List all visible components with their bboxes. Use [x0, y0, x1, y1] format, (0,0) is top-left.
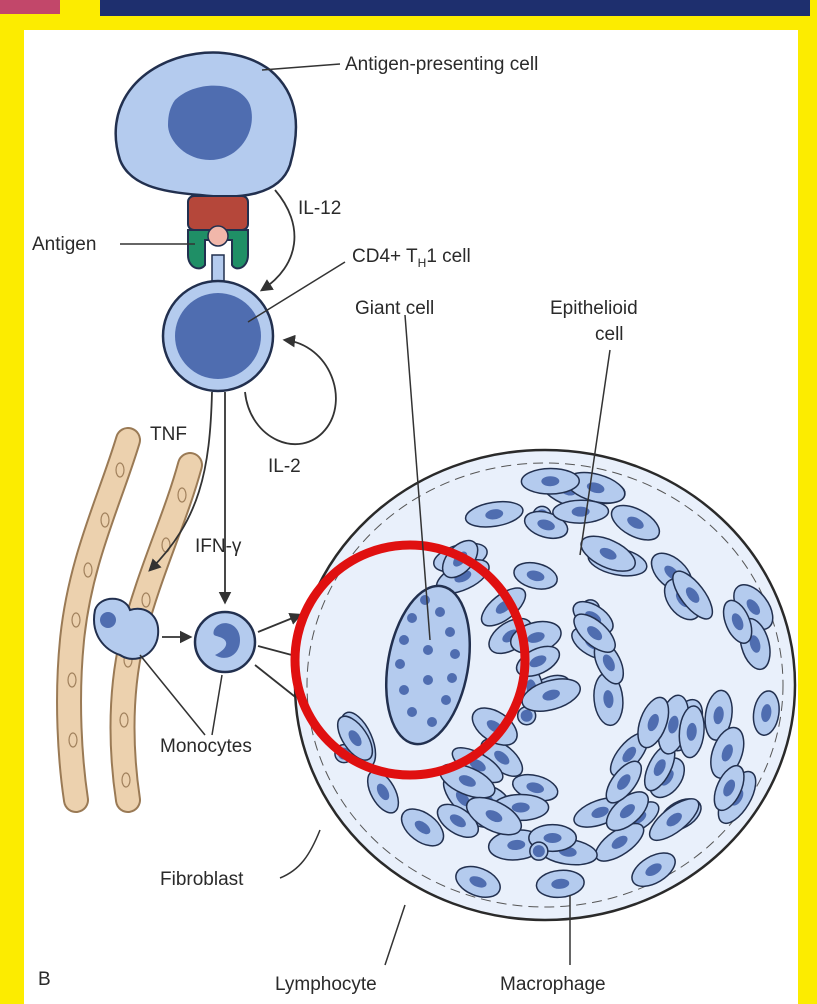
- epithelioid-label-line2: cell: [595, 324, 624, 345]
- lymphocyte-label: Lymphocyte: [275, 974, 377, 995]
- granuloma: [295, 450, 795, 920]
- tnf-label: TNF: [150, 424, 187, 445]
- antigen-label: Antigen: [32, 234, 96, 255]
- cd4-th1-cell: [163, 281, 273, 391]
- giant-cell-label: Giant cell: [355, 298, 434, 319]
- panel-letter: B: [38, 969, 51, 990]
- il12-label: IL-12: [298, 198, 341, 219]
- fibroblast-label: Fibroblast: [160, 869, 244, 890]
- activated-monocyte: [195, 612, 255, 672]
- top-left-accent: [0, 0, 60, 14]
- monocytes-label: Monocytes: [160, 736, 252, 757]
- il2-label: IL-2: [268, 456, 301, 477]
- epithelioid-cell: [521, 468, 579, 494]
- epithelioid-label-line1: Epithelioid: [550, 298, 638, 319]
- macrophage-label: Macrophage: [500, 974, 606, 995]
- antigen-peptide: [208, 226, 228, 246]
- ifn-gamma-label: IFN-γ: [195, 536, 242, 557]
- top-bar: [100, 0, 810, 16]
- apc-label: Antigen-presenting cell: [345, 54, 538, 75]
- cd4-th1-label: CD4+ TH1 cell: [352, 246, 471, 270]
- lymphocyte-cell: [530, 842, 548, 860]
- epithelioid-cell: [553, 500, 609, 524]
